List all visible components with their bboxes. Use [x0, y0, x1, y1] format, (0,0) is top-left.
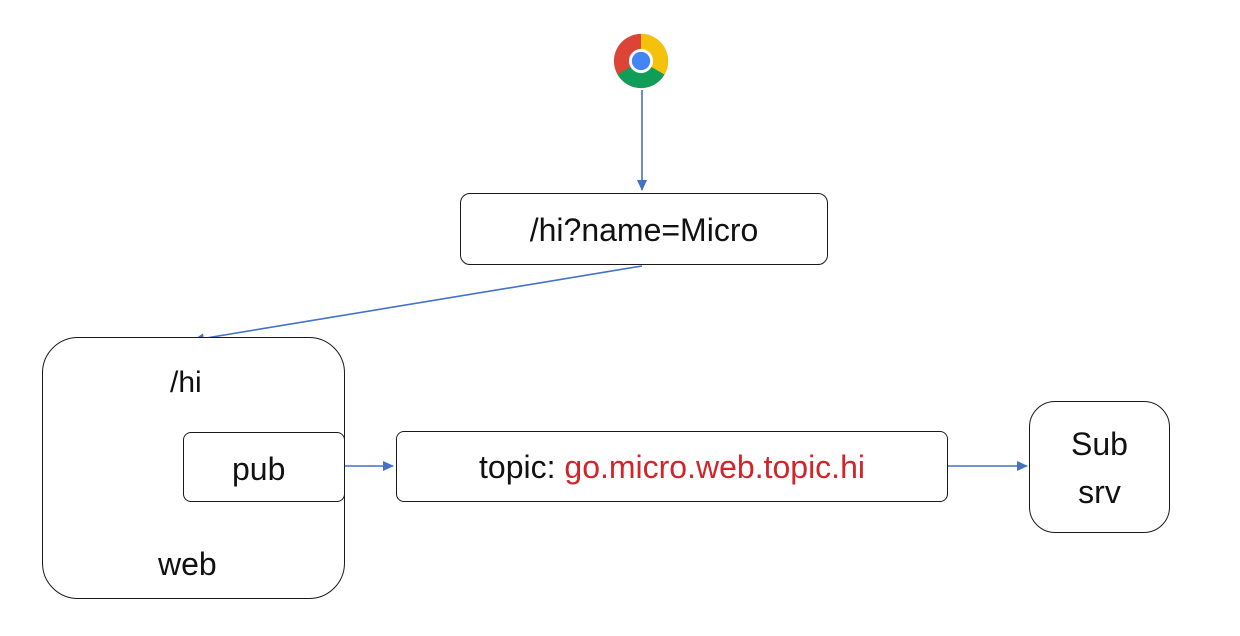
arrow-request-to-web	[193, 265, 643, 344]
topic-prefix: topic:	[479, 449, 565, 485]
route-label: /hi	[170, 366, 202, 399]
topic-name: go.micro.web.topic.hi	[564, 449, 865, 485]
subscriber-node: Sub srv	[1029, 401, 1170, 533]
web-label: web	[158, 546, 217, 582]
chrome-browser-icon	[613, 33, 669, 89]
pub-label: pub	[232, 451, 286, 487]
request-label: /hi?name=Micro	[529, 212, 759, 248]
topic-label: topic: go.micro.web.topic.hi	[397, 451, 947, 483]
topic-node: topic: go.micro.web.topic.hi	[396, 431, 948, 502]
subscriber-line2: srv	[1078, 474, 1121, 510]
pub-node: pub	[183, 432, 345, 502]
subscriber-line1: Sub	[1071, 426, 1128, 462]
request-node: /hi?name=Micro	[460, 193, 828, 265]
